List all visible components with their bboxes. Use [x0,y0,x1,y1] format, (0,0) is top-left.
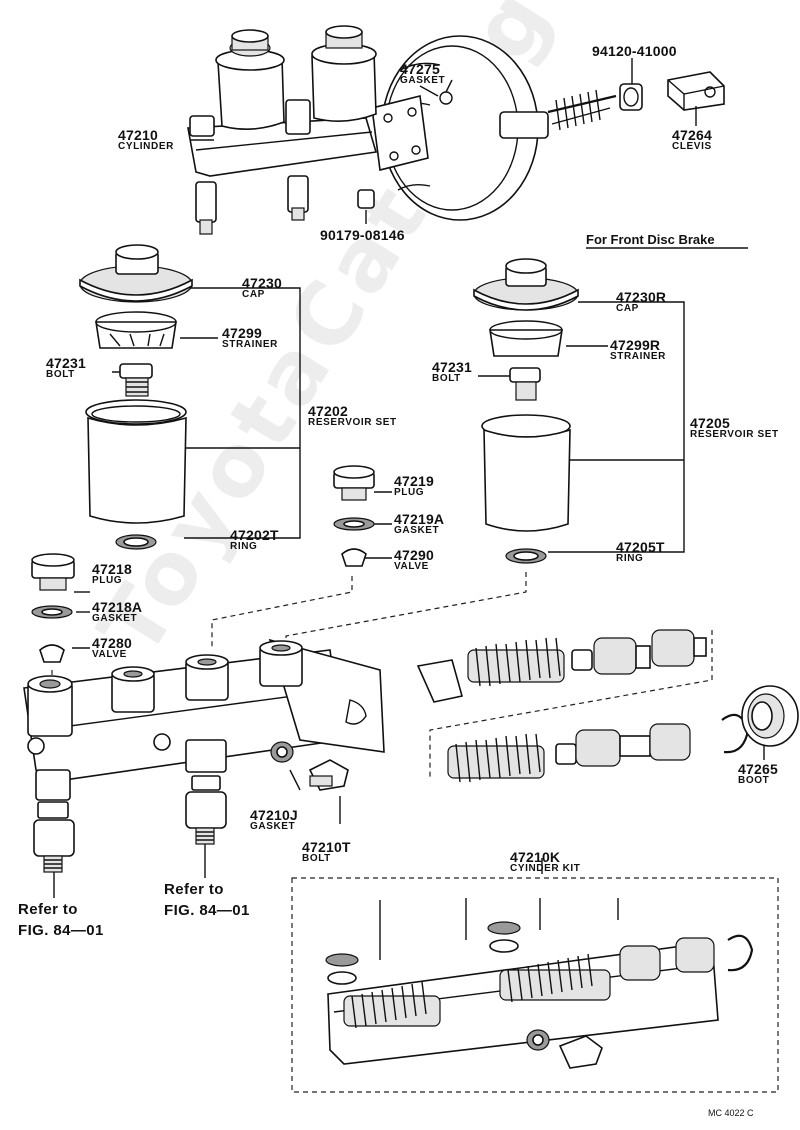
label-47210: 47210 CYLINDER [118,127,174,152]
label-47275: 47275 GASKET [400,61,446,86]
label-47210K: 47210K CYINDER KIT [510,849,581,874]
label-47202T: 47202T RING [230,527,279,552]
label-47219: 47219 PLUG [394,473,434,498]
cylinder-kit [291,877,779,1093]
label-47210J: 47210J GASKET [250,807,298,832]
label-47205T: 47205T RING [616,539,665,564]
label-47231-left: 47231 BOLT [46,355,86,380]
label-94120-41000: 94120-41000 [592,43,677,59]
label-47219A: 47219A GASKET [394,511,445,536]
outlet-fittings [33,741,349,898]
reference-fig-right[interactable]: Refer to FIG. 84—01 [164,881,250,919]
label-47290: 47290 VALVE [394,547,434,572]
reservoir-left [79,244,193,550]
label-47280: 47280 VALVE [92,635,132,660]
label-47202: 47202 RESERVOIR SET [308,403,397,428]
label-47205: 47205 RESERVOIR SET [690,415,779,440]
label-47299R: 47299R STRAINER [610,337,666,362]
label-47218: 47218 PLUG [92,561,132,586]
master-cylinder-body [23,638,385,801]
label-47230R: 47230R CAP [616,289,667,314]
label-47218A: 47218A GASKET [92,599,143,624]
brake-booster-assembly [371,35,725,221]
label-47299: 47299 STRAINER [222,325,278,350]
label-47265: 47265 BOOT [738,761,778,786]
plug-47218-group [31,553,75,663]
label-47210T: 47210T BOLT [302,839,351,864]
section-title: For Front Disc Brake [586,232,715,247]
reference-fig-left[interactable]: Refer to FIG. 84—01 [18,901,104,939]
reservoir-right [473,258,579,564]
figure-code: MC 4022 C [708,1108,754,1118]
piston-assembly-lower [447,685,799,783]
plug-47219-group [333,465,375,567]
label-90179-08146: 90179-08146 [320,227,405,243]
label-47264: 47264 CLEVIS [672,127,712,152]
label-47230: 47230 CAP [242,275,282,300]
piston-assembly-upper [416,629,707,703]
cylinder-assembly-top [187,25,378,235]
label-47231-right: 47231 BOLT [432,359,472,384]
